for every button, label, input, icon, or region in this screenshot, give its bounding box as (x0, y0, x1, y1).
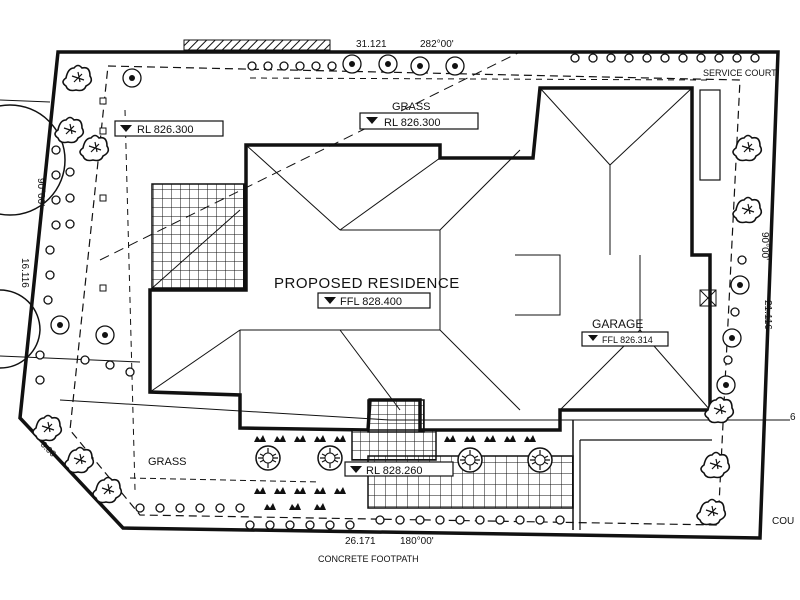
dim-corner-right: 6 (790, 412, 796, 423)
footpath-label: CONCRETE FOOTPATH (318, 554, 419, 564)
rl-top-label: RL 826.300 (384, 117, 440, 129)
grass-top-label: GRASS (392, 101, 431, 113)
court-right-label: COU (772, 516, 794, 527)
proposed-residence-label: PROPOSED RESIDENCE (274, 275, 460, 292)
rl-left-label: RL 826.300 (137, 124, 193, 136)
dim-top-angle: 282°00' (420, 39, 454, 50)
rl-bottom-label: RL 828.260 (366, 465, 422, 477)
dim-left: 16.116 (19, 258, 30, 288)
neighbour-feature (0, 104, 66, 216)
neighbour-building (183, 39, 331, 51)
ffl-residence-label: FFL 828.400 (340, 296, 402, 308)
dim-top: 31.121 (356, 39, 387, 50)
service-court-label: SERVICE COURT (703, 68, 777, 78)
paving-left (151, 183, 245, 289)
dim-left-angle: 90°00' (35, 178, 46, 206)
service-court (699, 89, 721, 181)
garage-label: GARAGE (592, 317, 643, 331)
dim-bottom: 26.171 (345, 536, 376, 547)
dim-right-angle: 90°00' (759, 232, 770, 260)
ffl-garage-label: FFL 826.314 (602, 335, 653, 345)
proposed-residence (148, 86, 712, 432)
setback-line (69, 65, 741, 526)
top-plantings (122, 53, 760, 88)
grass-left-label: GRASS (148, 456, 187, 468)
dim-right: 21.116 (762, 300, 773, 330)
dim-bottom-angle: 180°00' (400, 536, 434, 547)
